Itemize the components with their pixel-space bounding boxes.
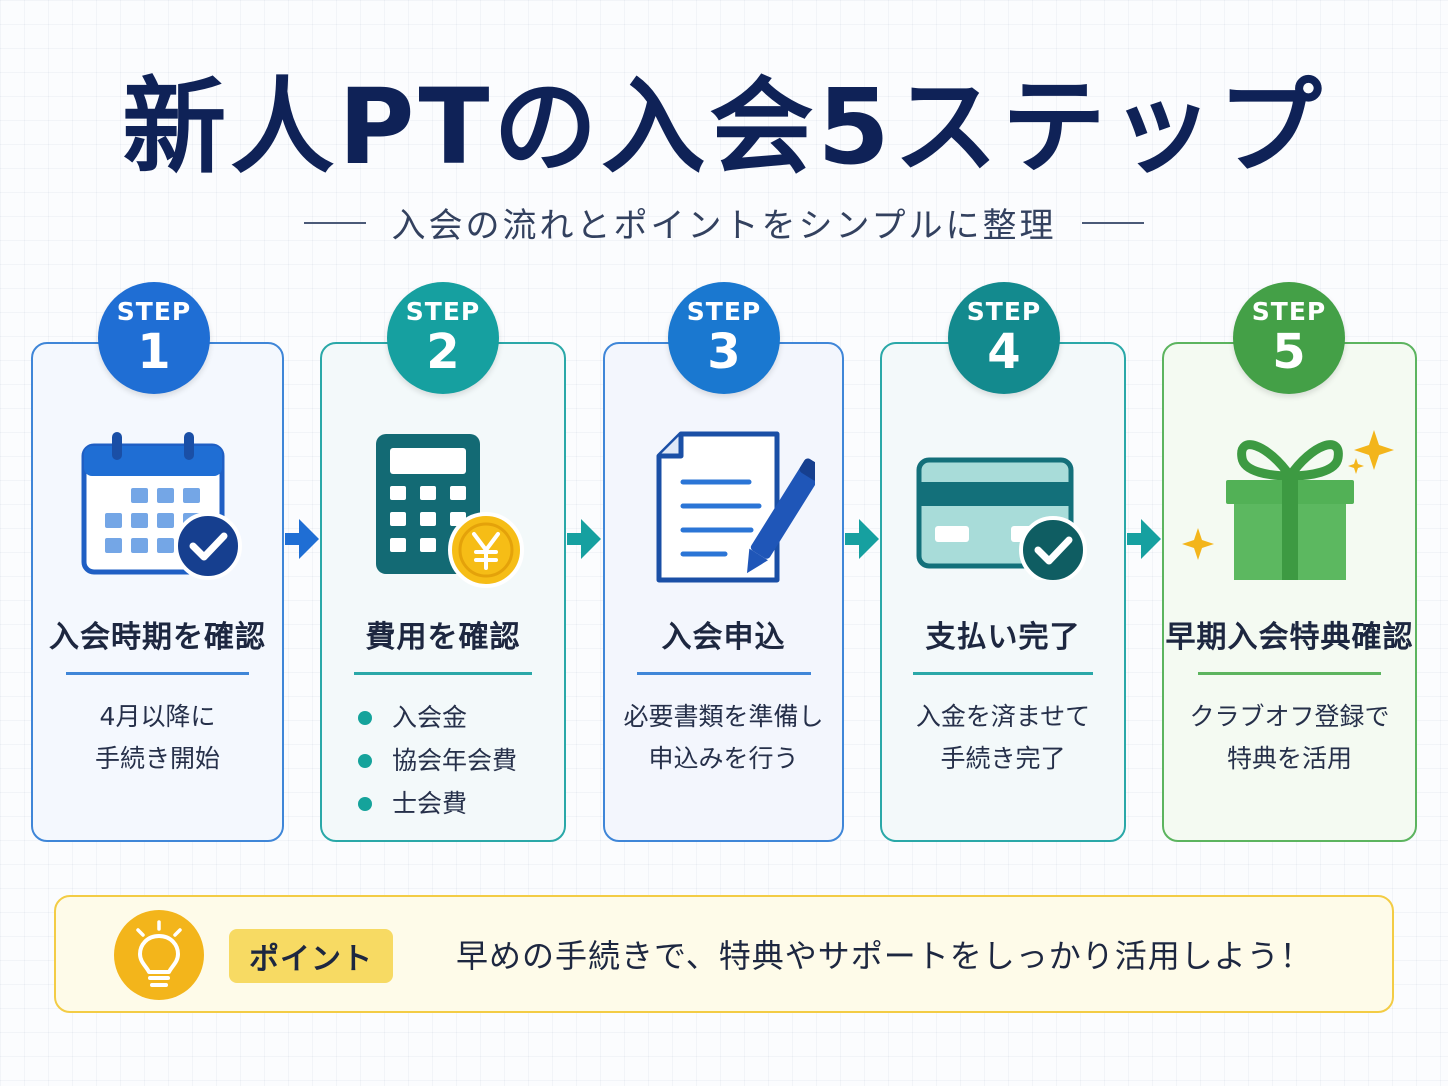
step-badge-number: 1: [137, 324, 171, 380]
step-card-5: [1162, 342, 1417, 842]
step-card-3: [603, 342, 844, 842]
step-badge-2: STEP 2: [387, 282, 499, 394]
step-badge-number: 3: [707, 324, 741, 380]
step-divider-3: [637, 672, 811, 675]
step-badge-label: STEP: [686, 297, 762, 326]
point-label-badge: ポイント: [229, 929, 393, 983]
step-badge-5: STEP 5: [1233, 282, 1345, 394]
page-title: 新人PTの入会5ステップ: [122, 66, 1326, 188]
step-badge-number: 2: [426, 324, 460, 380]
list-item: 入会金: [358, 696, 517, 739]
step-desc-4: 入金を済ませて 手続き完了: [880, 696, 1126, 780]
step-desc-line: 手続き完了: [940, 744, 1066, 773]
step-title-4: 支払い完了: [925, 620, 1081, 655]
step-desc-line: 必要書類を準備し: [623, 702, 824, 731]
step-desc-3: 必要書類を準備し 申込みを行う: [603, 696, 844, 780]
fee-item: 入会金: [392, 703, 468, 732]
arrow-right-icon: [1127, 519, 1161, 559]
step-title-3: 入会申込: [661, 620, 786, 655]
step-desc-line: 入金を済ませて: [915, 702, 1091, 731]
subtitle-row: 入会の流れとポイントをシンプルに整理: [0, 198, 1448, 247]
step-title-1: 入会時期を確認: [49, 620, 266, 655]
step-desc-line: 申込みを行う: [648, 744, 799, 773]
step-divider-4: [913, 672, 1093, 675]
step-badge-number: 5: [1272, 324, 1306, 380]
subtitle-line-right: [1082, 221, 1145, 224]
arrow-right-icon: [845, 519, 879, 559]
list-item: 協会年会費: [358, 739, 517, 782]
step-desc-line: 手続き開始: [94, 744, 220, 773]
step-desc-1: 4月以降に 手続き開始: [31, 696, 284, 780]
step-badge-3: STEP 3: [668, 282, 780, 394]
lightbulb-icon-badge: [114, 910, 204, 1000]
arrow-right-icon: [567, 519, 601, 559]
step-badge-label: STEP: [1251, 297, 1327, 326]
step-divider-5: [1198, 672, 1381, 675]
step-card-4: [880, 342, 1126, 842]
fee-item: 士会費: [392, 789, 468, 818]
step-title-5: 早期入会特典確認: [1165, 620, 1414, 655]
credit-card-check-icon: [916, 457, 1087, 580]
fee-bullet-list: 入会金 協会年会費 士会費: [358, 696, 517, 825]
step-desc-line: 特典を活用: [1226, 744, 1352, 773]
step-badge-4: STEP 4: [948, 282, 1060, 394]
bullet-dot: [358, 753, 372, 768]
step-badge-label: STEP: [966, 297, 1042, 326]
step-badge-label: STEP: [116, 297, 192, 326]
step-desc-line: クラブオフ登録で: [1189, 702, 1390, 731]
bullet-dot: [358, 796, 372, 811]
step-badge-number: 4: [987, 324, 1021, 380]
subtitle-line-left: [303, 221, 366, 224]
list-item: 士会費: [358, 782, 517, 825]
bullet-dot: [358, 710, 372, 725]
step-badge-label: STEP: [405, 297, 481, 326]
arrow-right-icon: [285, 519, 319, 559]
step-divider-1: [66, 672, 249, 675]
calculator-yen-icon: [376, 434, 524, 588]
document-pen-icon: [656, 431, 815, 583]
gift-sparkle-icon: [1182, 430, 1394, 580]
calendar-check-icon: [81, 432, 242, 580]
step-divider-2: [354, 672, 532, 675]
step-badge-1: STEP 1: [98, 282, 210, 394]
step-title-2: 費用を確認: [365, 620, 521, 655]
lightbulb-icon: [136, 920, 182, 987]
page-subtitle: 入会の流れとポイントをシンプルに整理: [391, 206, 1057, 246]
fee-item: 協会年会費: [392, 746, 518, 775]
step-card-1: [31, 342, 284, 842]
step-desc-5: クラブオフ登録で 特典を活用: [1162, 696, 1417, 780]
point-text: 早めの手続きで、特典やサポートをしっかり活用しよう！: [456, 937, 1313, 975]
step-desc-line: 4月以降に: [99, 702, 216, 731]
